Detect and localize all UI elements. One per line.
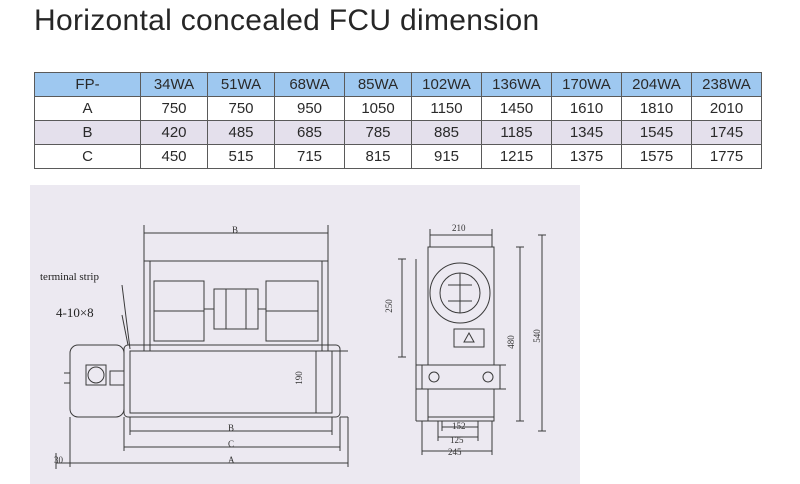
header-cell: 68WA [274, 72, 345, 97]
table-cell: 420 [140, 120, 208, 145]
table-cell: 885 [411, 120, 482, 145]
dim-210: 210 [452, 223, 466, 233]
table-cell: 1185 [481, 120, 552, 145]
row-label: A [34, 96, 141, 121]
header-cell: 85WA [344, 72, 412, 97]
dim-152: 152 [452, 421, 466, 431]
dimension-table: FP- 34WA 51WA 68WA 85WA 102WA 136WA 170W… [34, 72, 762, 169]
table-cell: 1775 [691, 144, 762, 169]
dim-a: A [228, 455, 235, 465]
dim-245: 245 [448, 447, 462, 457]
dim-190: 190 [293, 371, 304, 385]
table-cell: 450 [140, 144, 208, 169]
table-cell: 1745 [691, 120, 762, 145]
table-cell: 1215 [481, 144, 552, 169]
row-label: C [34, 144, 141, 169]
page-title: Horizontal concealed FCU dimension [34, 4, 540, 37]
table-cell: 1050 [344, 96, 412, 121]
table-cell: 1450 [481, 96, 552, 121]
table-cell: 1575 [621, 144, 692, 169]
dim-b-top: B [232, 225, 239, 235]
dim-480: 480 [505, 335, 516, 349]
table-cell: 785 [344, 120, 412, 145]
table-cell: 1150 [411, 96, 482, 121]
table-row: C 450 515 715 815 915 1215 1375 1575 177… [34, 144, 762, 169]
dim-30: 30 [54, 455, 63, 465]
header-cell: 51WA [207, 72, 275, 97]
header-cell: 136WA [481, 72, 552, 97]
header-cell: 238WA [691, 72, 762, 97]
header-cell: 34WA [140, 72, 208, 97]
table-cell: 1375 [551, 144, 622, 169]
table-row: A 750 750 950 1050 1150 1450 1610 1810 2… [34, 96, 762, 121]
dim-250: 250 [383, 299, 394, 313]
technical-drawing-svg [55, 225, 546, 469]
table-cell: 685 [274, 120, 345, 145]
table-cell: 1345 [551, 120, 622, 145]
table-cell: 815 [344, 144, 412, 169]
dim-c: C [228, 439, 235, 449]
table-header-row: FP- 34WA 51WA 68WA 85WA 102WA 136WA 170W… [34, 72, 762, 97]
table-cell: 715 [274, 144, 345, 169]
table-cell: 750 [207, 96, 275, 121]
mounting-holes-label: 4-10×8 [56, 305, 94, 320]
terminal-strip-label: terminal strip [40, 271, 99, 283]
header-cell: 170WA [551, 72, 622, 97]
dim-b-bottom: B [228, 423, 235, 433]
table-cell: 950 [274, 96, 345, 121]
table-cell: 485 [207, 120, 275, 145]
dim-540: 540 [531, 329, 542, 343]
header-cell: 102WA [411, 72, 482, 97]
header-cell: 204WA [621, 72, 692, 97]
table-cell: 1810 [621, 96, 692, 121]
dimension-drawing: terminal strip 4-10×8 B 190 B C A 30 210… [30, 185, 580, 484]
header-cell: FP- [34, 72, 141, 97]
table-cell: 515 [207, 144, 275, 169]
dim-125: 125 [450, 435, 464, 445]
table-row: B 420 485 685 785 885 1185 1345 1545 174… [34, 120, 762, 145]
table-cell: 1545 [621, 120, 692, 145]
table-cell: 2010 [691, 96, 762, 121]
table-cell: 750 [140, 96, 208, 121]
table-cell: 915 [411, 144, 482, 169]
table-cell: 1610 [551, 96, 622, 121]
row-label: B [34, 120, 141, 145]
